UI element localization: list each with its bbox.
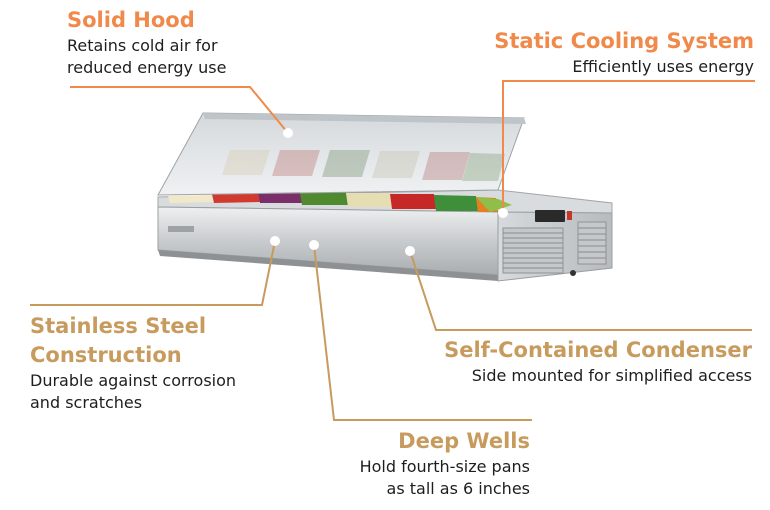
control-panel [535, 210, 565, 222]
stainless-steel-title-line-1: Stainless Steel [30, 314, 207, 338]
condenser-callout: Self-Contained Condenser Side mounted fo… [444, 336, 752, 387]
static-cooling-leader [498, 80, 755, 218]
power-knob [570, 270, 576, 276]
food-pans [168, 192, 512, 212]
condenser-title: Self-Contained Condenser [444, 338, 752, 362]
deep-wells-leader [309, 240, 532, 421]
stainless-steel-callout: Stainless Steel Construction Durable aga… [30, 312, 236, 414]
deep-wells-callout: Deep Wells Hold fourth-size pans as tall… [360, 427, 530, 500]
solid-hood-callout: Solid Hood Retains cold air for reduced … [67, 6, 226, 79]
brand-badge-icon [168, 226, 194, 232]
deep-wells-desc-line-1: Hold fourth-size pans [359, 457, 530, 476]
stainless-steel-desc-line-1: Durable against corrosion [30, 371, 237, 390]
deep-wells-title: Deep Wells [398, 429, 530, 453]
vent-grille [502, 221, 607, 274]
solid-hood-desc-line-2: reduced energy use [67, 58, 227, 77]
stainless-steel-leader [30, 236, 280, 306]
static-cooling-callout: Static Cooling System Efficiently uses e… [494, 27, 754, 78]
static-cooling-desc: Efficiently uses energy [572, 57, 754, 76]
solid-hood-desc-line-1: Retains cold air for [67, 36, 218, 55]
static-cooling-title: Static Cooling System [494, 29, 754, 53]
hood-lid [157, 112, 526, 196]
solid-hood-title: Solid Hood [67, 8, 195, 32]
stainless-steel-title-line-2: Construction [30, 343, 182, 367]
deep-wells-desc-line-2: as tall as 6 inches [386, 479, 530, 498]
stainless-steel-desc-line-2: and scratches [30, 393, 143, 412]
solid-hood-leader [70, 86, 293, 138]
condenser-leader [405, 246, 752, 331]
condenser-desc: Side mounted for simplified access [471, 366, 752, 385]
